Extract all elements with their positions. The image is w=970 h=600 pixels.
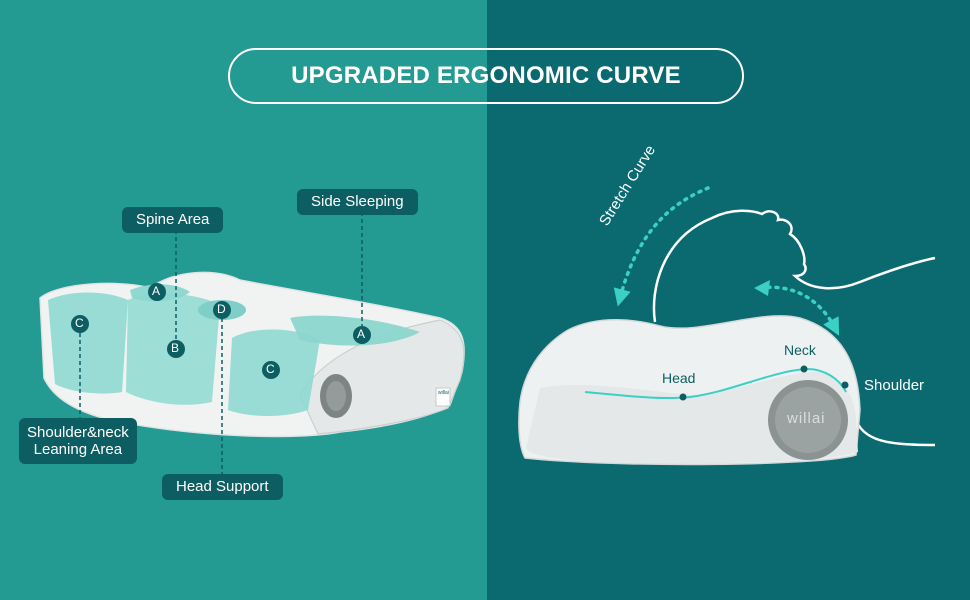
shoulder-neck-tag: Shoulder&neck Leaning Area [19,418,137,464]
shoulder-neck-label-line2: Leaning Area [33,441,123,458]
shoulder-outline [850,409,936,447]
spine-area-label: Spine Area [136,211,210,228]
shoulder-label: Shoulder [864,377,925,394]
shoulder-point [841,381,849,389]
head-label: Head [662,370,696,386]
left-pillow-brand-tag: willai [438,390,449,396]
left-pillow-illustration [39,271,465,438]
head-support-label: Head Support [176,478,269,495]
neck-label: Neck [784,342,816,358]
right-pillow-brand: willai [787,410,826,427]
title-text: UPGRADED ERGONOMIC CURVE [291,62,681,89]
stretch-curve-arrow [613,186,710,307]
marker-d: D [217,302,226,316]
side-sleeping-label: Side Sleeping [311,193,404,210]
left-pillow-label-tab [435,387,451,407]
double-arrow-tip-left [754,280,770,296]
marker-circles [71,283,371,379]
left-pillow-knob-inner [326,381,346,411]
head-point [679,393,687,401]
support-curve-line [584,367,847,400]
marker-b: B [171,341,180,355]
marker-c-right: C [266,362,275,376]
marker-a-right: A [357,327,366,341]
marker-c-left: C [75,316,84,330]
head-support-tag: Head Support [162,474,283,500]
right-pillow-knob-inner [775,387,841,453]
left-leader-lines [79,212,363,474]
title-banner: UPGRADED ERGONOMIC CURVE [228,48,744,104]
shoulder-neck-label-line1: Shoulder&neck [27,424,129,441]
side-sleeping-tag: Side Sleeping [297,189,418,215]
head-profile-outline [652,209,936,323]
neck-point [800,365,808,373]
right-pillow-illustration [518,209,936,466]
spine-area-tag: Spine Area [122,207,224,233]
zone-c-left [48,292,128,394]
marker-a-left: A [152,284,161,298]
